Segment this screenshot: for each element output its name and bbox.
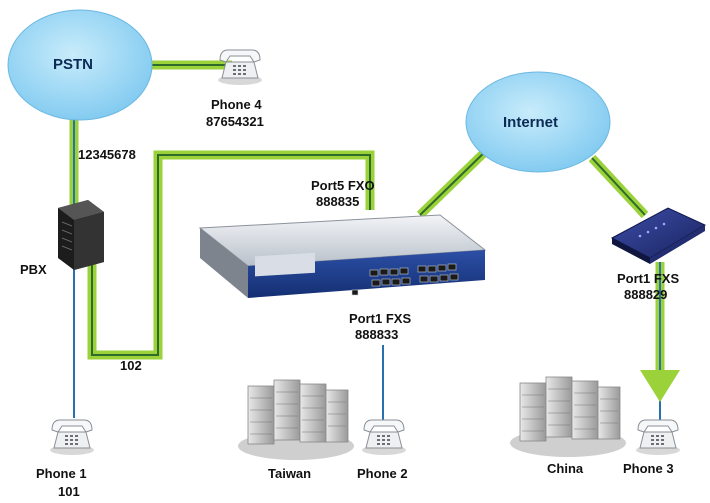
arrow-down-icon [640, 370, 680, 402]
phone-2-name: Phone 2 [357, 466, 408, 481]
pbx-trunk-number: 12345678 [78, 147, 136, 162]
remote-fxs-number: 888829 [624, 287, 668, 302]
pstn-label: PSTN [53, 56, 94, 73]
china-label: China [547, 461, 584, 476]
pbx-extension-line: 102 [120, 358, 142, 373]
internet-cloud [465, 71, 611, 173]
china-server-icon [509, 376, 627, 458]
phone-2-icon [361, 419, 407, 456]
pstn-cloud [7, 9, 153, 121]
taiwan-label: Taiwan [268, 466, 312, 481]
phone-3-name: Phone 3 [623, 461, 674, 476]
link-internet-router [588, 154, 649, 219]
phone-1-name: Phone 1 [36, 466, 87, 481]
phone-4-name: Phone 4 [211, 97, 262, 112]
link-pbx-fxo [87, 150, 375, 360]
fxo-number: 888835 [316, 194, 360, 209]
remote-fxs-port-label: Port1 FXS [617, 271, 680, 286]
internet-label: Internet [503, 114, 559, 131]
main-fxs-number: 888833 [355, 327, 399, 342]
pbx-icon [58, 200, 104, 270]
phone-4-icon [217, 49, 263, 86]
phone-4-number: 87654321 [206, 114, 264, 129]
router-icon [610, 207, 707, 264]
taiwan-server-icon [237, 379, 355, 461]
phone-1-icon [49, 419, 95, 456]
gateway-icon [198, 214, 487, 298]
link-router-phone3 [640, 262, 680, 420]
link-gateway-internet [416, 141, 496, 219]
fxo-port-label: Port5 FXO [311, 178, 375, 193]
phone-1-number: 101 [58, 484, 80, 499]
phone-3-icon [635, 419, 681, 456]
main-fxs-port-label: Port1 FXS [349, 311, 412, 326]
pbx-label: PBX [20, 262, 47, 277]
